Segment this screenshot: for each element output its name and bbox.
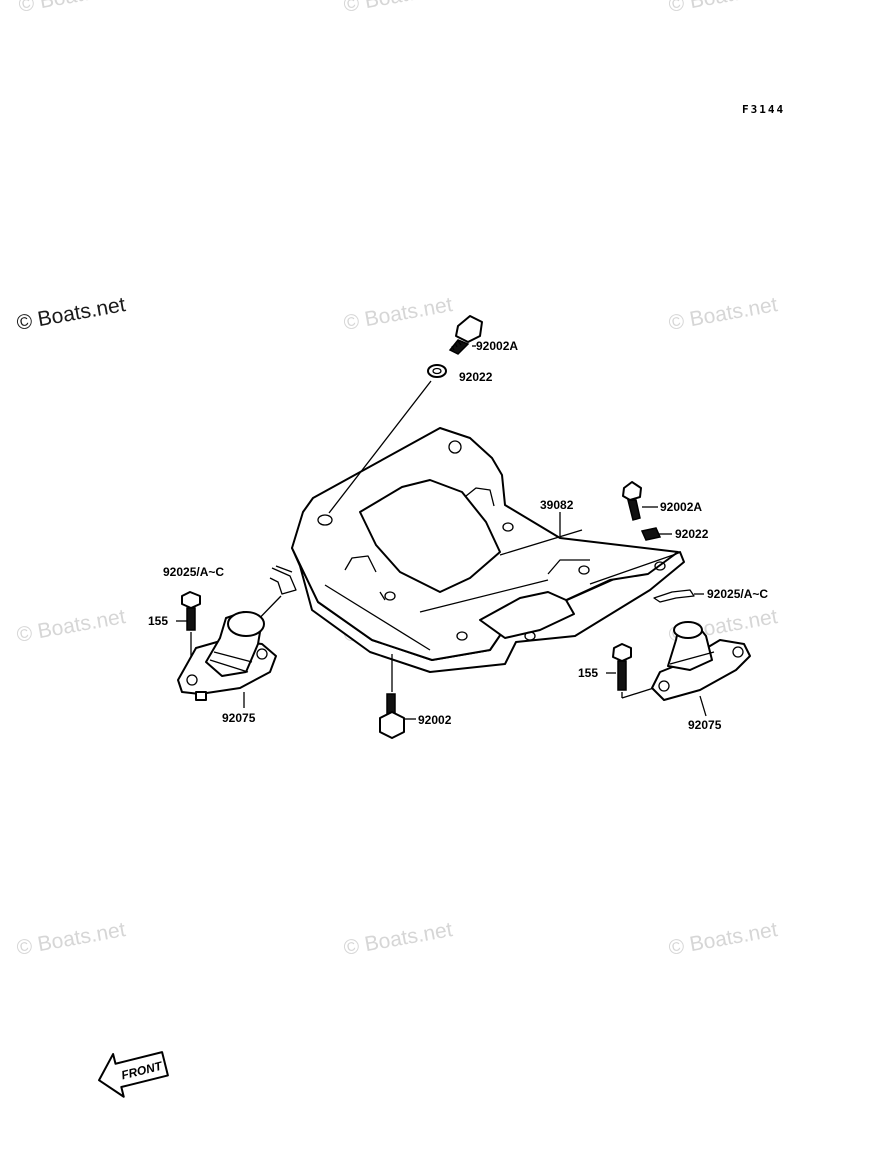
label-92022-top: 92022 [459, 370, 493, 384]
watermark: © Boats.net [342, 0, 455, 17]
bolt-92002a-top [448, 315, 483, 355]
watermark: © Boats.net [667, 918, 780, 960]
bolt-92002-bottom [379, 693, 405, 739]
mounting-plate-39082 [291, 427, 685, 673]
leader-line [699, 695, 707, 717]
leader-line [328, 380, 432, 514]
label-39082: 39082 [540, 498, 574, 512]
bolt-92002a-right [622, 481, 642, 521]
screw-155-left [181, 591, 201, 631]
label-155-left: 155 [148, 614, 168, 628]
watermark: © Boats.net [15, 605, 128, 647]
watermark: © Boats.net [15, 918, 128, 960]
screw-155-right [612, 643, 632, 691]
label-92025-left: 92025/A~C [163, 565, 224, 579]
watermark-strong: © Boats.net [15, 293, 128, 335]
washer-92022-top [427, 364, 447, 378]
front-direction-arrow: FRONT [98, 1051, 169, 1098]
label-92075-right: 92075 [688, 718, 722, 732]
watermark: © Boats.net [667, 0, 780, 17]
clip-92025-left [269, 565, 297, 595]
watermark: © Boats.net [342, 918, 455, 960]
label-92075-left: 92075 [222, 711, 256, 725]
engine-mount-92075-left [177, 611, 277, 701]
engine-mount-92075-right [651, 621, 751, 701]
clip-92025-right [653, 589, 695, 603]
label-155-right: 155 [578, 666, 598, 680]
figure-code: F3144 [742, 103, 785, 116]
label-92002-bottom: 92002 [418, 713, 452, 727]
label-92002a-right: 92002A [660, 500, 702, 514]
label-92022-right: 92022 [675, 527, 709, 541]
watermark: © Boats.net [17, 0, 130, 17]
washer-92022-right [640, 527, 662, 541]
watermark: © Boats.net [342, 293, 455, 335]
label-92002a-top: 92002A [476, 339, 518, 353]
label-92025-right: 92025/A~C [707, 587, 768, 601]
watermark: © Boats.net [667, 293, 780, 335]
